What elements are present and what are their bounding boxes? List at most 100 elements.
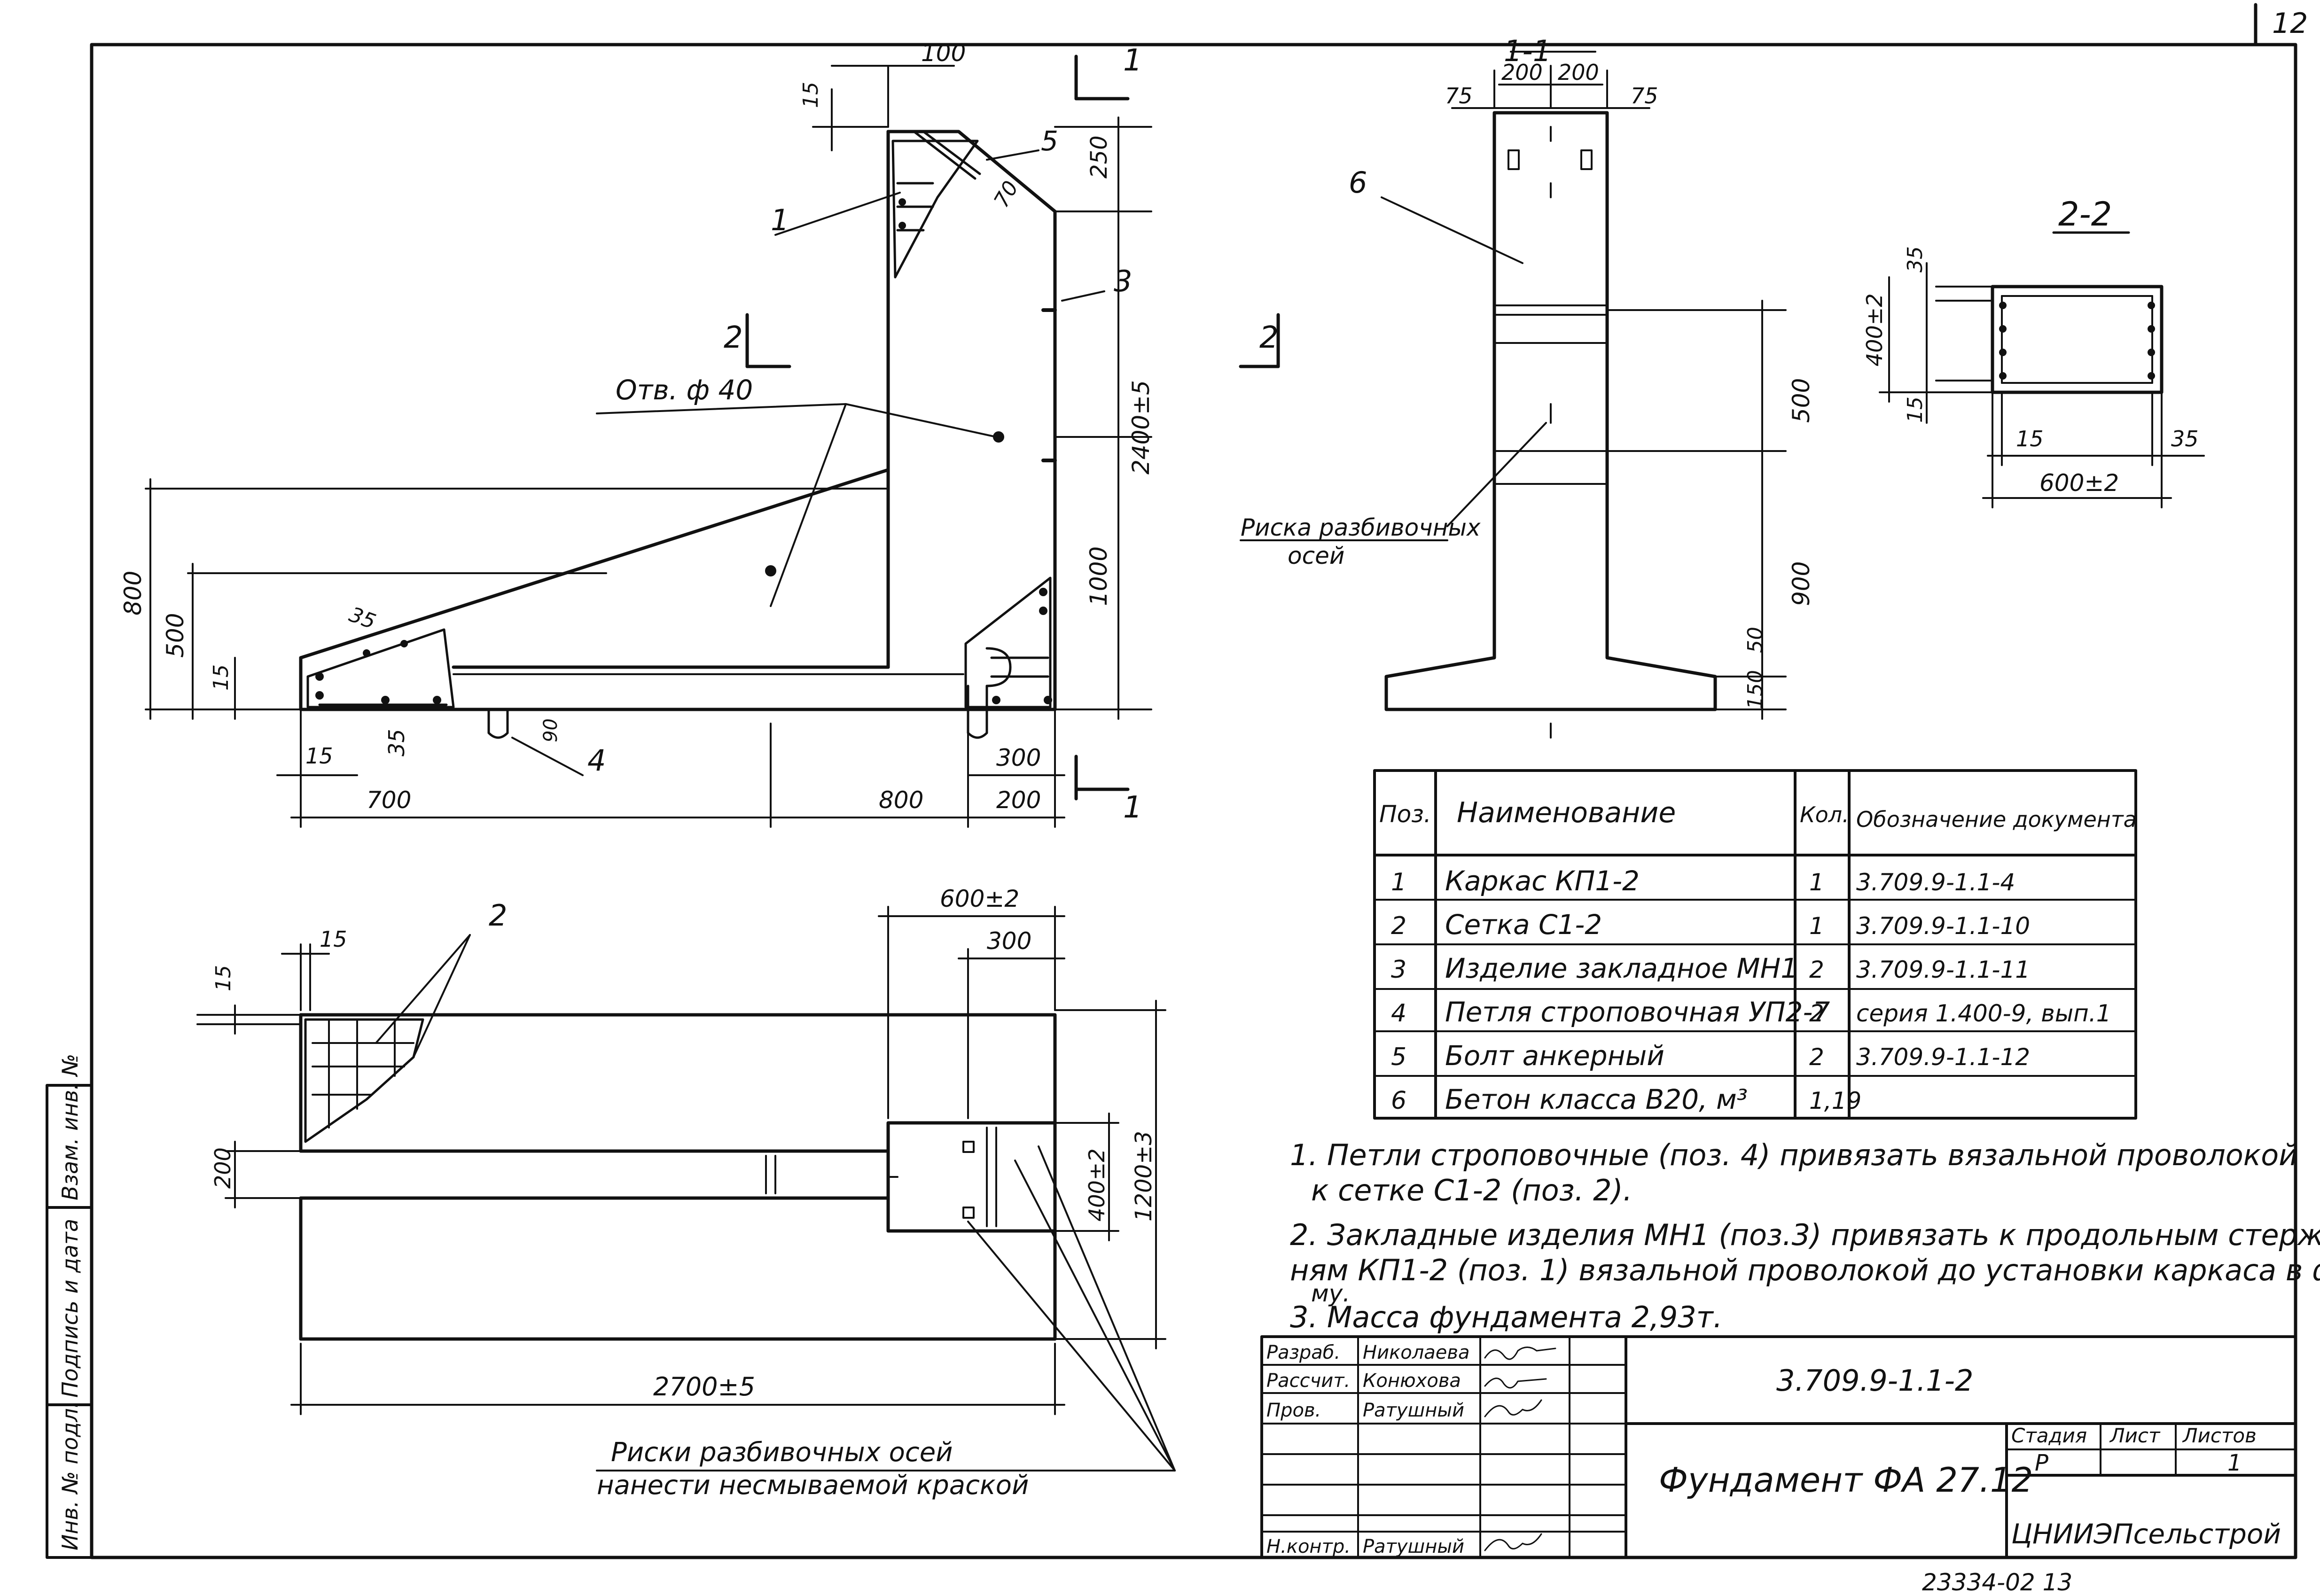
dim-15-plan-left: 15	[211, 965, 235, 991]
plan-note-line1: Риски разбивочных осей	[611, 1437, 953, 1468]
spec-cell-r5-c4: 3.709.9-1.1-12	[1856, 1043, 2030, 1071]
dim-100: 100	[921, 39, 966, 67]
dim-15-s22-bottom: 15	[2016, 426, 2044, 452]
note-line-3: 2. Закладные изделия МН1 (поз.3) привяза…	[1290, 1218, 2320, 1252]
spec-cell-r3-c1: 3	[1391, 956, 1406, 984]
spec-cell-r1-c4: 3.709.9-1.1-4	[1856, 869, 2015, 896]
spec-cell-r4-c4: серия 1.400-9, вып.1	[1856, 1000, 2111, 1027]
title-block: Разраб. Рассчит. Пров. Н.контр. Николаев…	[1260, 1335, 2297, 1559]
spec-cell-r4-c3: 2	[1809, 1000, 1824, 1027]
dim-15-left: 15	[209, 664, 233, 691]
dim-600-s22: 600±2	[2039, 469, 2119, 497]
section-2-2-title: 2-2	[2058, 195, 2112, 234]
dim-75-right: 75	[1631, 83, 1658, 109]
pos-5-label: 5	[1041, 125, 1058, 157]
dim-1000: 1000	[1085, 546, 1112, 606]
section-2-mark-right: 2	[1259, 320, 1279, 355]
spec-table: Поз. Наименование Кол. Обозначение докум…	[1373, 769, 2137, 1120]
spec-cell-r1-c2: Каркас КП1-2	[1445, 865, 1640, 897]
pos-1-label: 1	[771, 203, 789, 237]
dim-35-bottom: 35	[384, 729, 409, 756]
page-number: 12	[2272, 7, 2308, 40]
side-view: 1-1 75 200 200 75 6 Риска разбивочных ос…	[1240, 34, 1815, 739]
tb-role-razrab: Разраб.	[1266, 1342, 1340, 1363]
dim-75-left: 75	[1445, 83, 1473, 109]
spec-cell-r2-c3: 1	[1809, 912, 1824, 940]
tb-sheets: 1	[2227, 1450, 2242, 1476]
hole-label: Отв. ф 40	[616, 374, 753, 406]
spec-cell-r5-c3: 2	[1809, 1043, 1824, 1071]
tb-sheets-label: Листов	[2182, 1424, 2257, 1447]
tb-role-nkontr: Н.контр.	[1266, 1536, 1351, 1557]
spec-cell-r5-c2: Болт анкерный	[1445, 1040, 1664, 1072]
risk-label-line2: осей	[1288, 542, 1344, 569]
plan-note-line2: нанести несмываемой краской	[597, 1470, 1029, 1501]
section-1-mark-top: 1	[1123, 43, 1142, 78]
dim-200-plan: 200	[210, 1147, 235, 1189]
dim-15-plan-top: 15	[320, 926, 347, 952]
spec-cell-r2-c1: 2	[1391, 912, 1406, 940]
dim-2700-plan: 2700±5	[653, 1372, 755, 1401]
dim-15-top: 15	[799, 82, 823, 108]
dim-90: 90	[540, 718, 562, 742]
section-2-2: 2-2 35 400±2 15	[1862, 195, 2205, 508]
dim-35-s22-right: 35	[2171, 426, 2199, 452]
dim-500: 500	[162, 613, 189, 658]
spec-cell-r1-c1: 1	[1391, 868, 1406, 896]
tb-role-rasschit: Рассчит.	[1266, 1370, 1350, 1392]
strip-inv-podl: Инв. № подл.	[57, 1401, 83, 1550]
dim-200-left: 200	[1501, 60, 1543, 85]
left-strip	[46, 1084, 93, 1559]
dim-35-s22: 35	[1903, 246, 1927, 272]
spec-cell-r3-c2: Изделие закладное МН1	[1445, 952, 1798, 984]
spec-cell-r6-c3: 1,19	[1809, 1087, 1861, 1114]
dim-200-right: 200	[1558, 60, 1599, 85]
spec-header-name: Наименование	[1457, 796, 1676, 829]
dim-200: 200	[996, 786, 1041, 814]
notes: 1. Петли строповочные (поз. 4) привязать…	[1290, 1138, 2320, 1334]
tb-name-1: Николаева	[1363, 1342, 1469, 1363]
dim-600-plan: 600±2	[940, 885, 1019, 912]
dim-300: 300	[996, 744, 1041, 771]
strip-signature-date: Подпись и дата	[57, 1219, 83, 1398]
spec-cell-r6-c1: 6	[1391, 1087, 1406, 1115]
dim-300-plan: 300	[987, 927, 1031, 955]
dim-900: 900	[1788, 561, 1815, 606]
dim-800: 800	[119, 571, 147, 615]
spec-cell-r2-c4: 3.709.9-1.1-10	[1856, 912, 2030, 940]
tb-org: ЦНИИЭПсельстрой	[2011, 1518, 2281, 1550]
dim-800-bottom: 800	[879, 786, 923, 814]
sheet-frame	[90, 3, 2297, 1559]
spec-cell-r6-c2: Бетон класса В20, м³	[1445, 1083, 1748, 1115]
tb-doc-code: 3.709.9-1.1-2	[1776, 1363, 1973, 1398]
dim-400-plan: 400±2	[1084, 1148, 1109, 1222]
spec-header-doc: Обозначение документа	[1856, 807, 2137, 832]
note-line-1: 1. Петли строповочные (поз. 4) привязать…	[1290, 1138, 2297, 1172]
section-1-mark-bottom: 1	[1123, 790, 1142, 825]
dim-500-side: 500	[1788, 378, 1815, 423]
risk-label-line1: Риска разбивочных	[1241, 514, 1481, 541]
spec-header-qty: Кол.	[1800, 802, 1849, 827]
dim-2400: 2400±5	[1127, 380, 1155, 475]
tb-stage-label: Стадия	[2011, 1424, 2087, 1447]
spec-cell-r2-c2: Сетка С1-2	[1445, 909, 1602, 941]
dim-50: 50	[1743, 627, 1767, 653]
note-line-5: му.	[1311, 1280, 1350, 1307]
pos-4-label: 4	[587, 743, 606, 778]
dim-700: 700	[367, 786, 411, 814]
pos-6-label: 6	[1349, 165, 1367, 200]
tb-stage: Р	[2035, 1450, 2048, 1476]
dim-15-bottom: 15	[305, 743, 333, 769]
spec-header-pos: Поз.	[1379, 801, 1431, 828]
plan-view: 2 600±2 300 15 15 200 400±2 1200±3 2700±…	[196, 885, 1176, 1501]
spec-cell-r1-c3: 1	[1809, 869, 1824, 896]
dim-150: 150	[1743, 670, 1767, 709]
section-1-1-title: 1-1	[1504, 34, 1551, 68]
dim-250: 250	[1086, 135, 1112, 179]
front-view: Отв. ф 40 1 3 4 5 2 2 1 1 100 15 250 70 …	[119, 39, 1280, 828]
dim-400-s22: 400±2	[1862, 293, 1887, 366]
dim-15-s22-left: 15	[1903, 397, 1927, 423]
spec-cell-r5-c1: 5	[1391, 1043, 1406, 1071]
spec-cell-r3-c3: 2	[1809, 956, 1824, 983]
